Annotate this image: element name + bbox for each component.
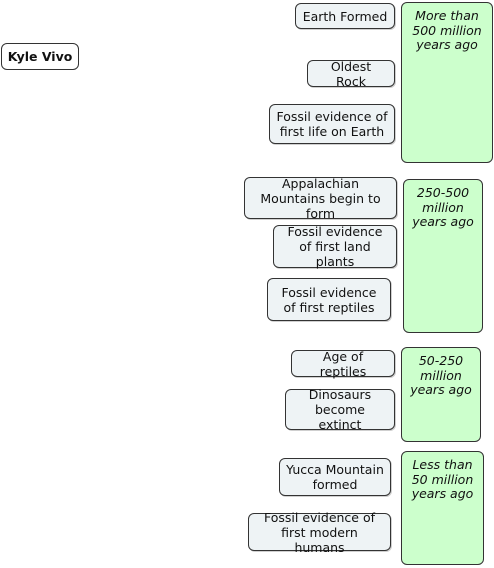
era-label-2: 250-500 million years ago	[412, 185, 474, 229]
era-box-2[interactable]: 250-500 million years ago	[403, 179, 483, 333]
root-node[interactable]: Kyle Vivo	[1, 43, 79, 70]
event-label: Fossil evidence of first land plants	[287, 224, 383, 269]
event-label: Yucca Mountain formed	[286, 462, 384, 492]
era-box-4[interactable]: Less than 50 million years ago	[401, 451, 484, 565]
era-label-1: More than 500 million years ago	[412, 8, 482, 52]
era-box-1[interactable]: More than 500 million years ago	[401, 2, 493, 163]
event-label: Appalachian Mountains begin to form	[260, 175, 381, 221]
event-yucca-mountain[interactable]: Yucca Mountain formed	[279, 458, 391, 496]
event-dinosaurs-extinct[interactable]: Dinosaurs become extinct	[285, 387, 395, 432]
era-label-4: Less than 50 million years ago	[411, 457, 474, 501]
event-first-modern-humans[interactable]: Fossil evidence of first modern humans	[248, 510, 391, 555]
event-earth-formed[interactable]: Earth Formed	[295, 3, 395, 29]
event-label: Fossil evidence of first modern humans	[263, 509, 376, 555]
event-first-life[interactable]: Fossil evidence of first life on Earth	[269, 104, 395, 144]
event-label: Dinosaurs become extinct	[308, 387, 372, 432]
event-appalachian-mountains[interactable]: Appalachian Mountains begin to form	[244, 175, 397, 221]
event-label: Earth Formed	[302, 8, 388, 24]
event-age-of-reptiles[interactable]: Age of reptiles	[291, 348, 395, 379]
event-oldest-rock[interactable]: Oldest Rock	[307, 58, 395, 89]
event-first-reptiles[interactable]: Fossil evidence of first reptiles	[267, 278, 391, 321]
event-first-land-plants[interactable]: Fossil evidence of first land plants	[273, 224, 397, 269]
event-label: Age of reptiles	[319, 348, 367, 379]
root-label: Kyle Vivo	[7, 49, 73, 64]
era-label-3: 50-250 million years ago	[410, 353, 472, 397]
era-box-3[interactable]: 50-250 million years ago	[401, 347, 481, 442]
event-label: Oldest Rock	[330, 58, 372, 89]
event-label: Fossil evidence of first life on Earth	[276, 109, 388, 139]
event-label: Fossil evidence of first reptiles	[281, 284, 377, 315]
